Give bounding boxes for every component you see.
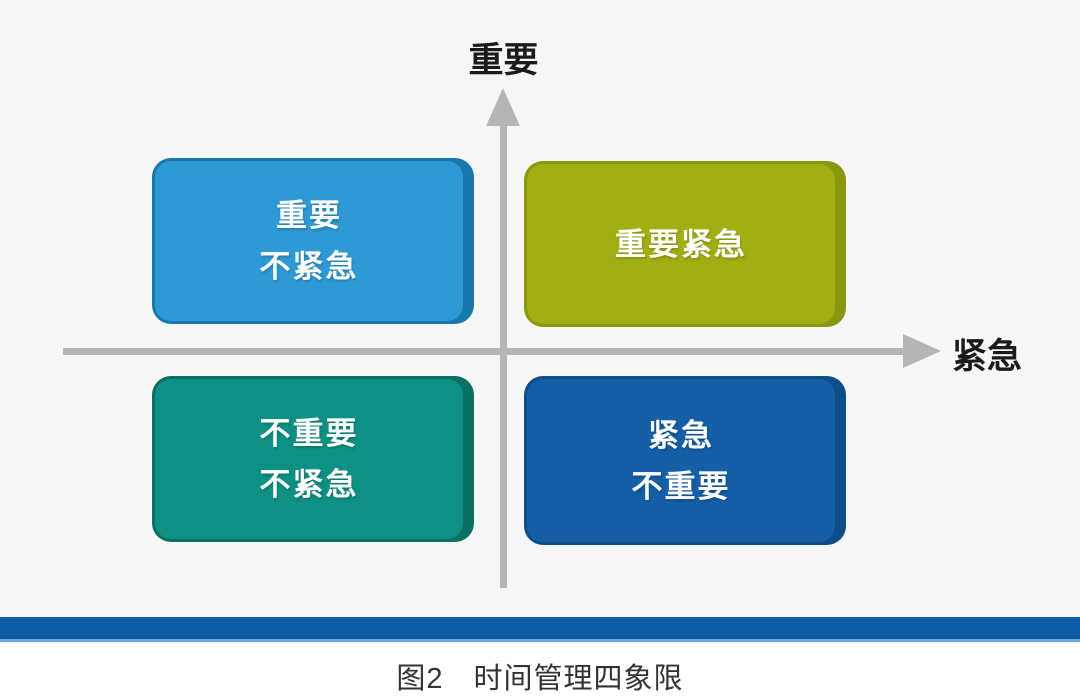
up-arrow-icon	[486, 88, 520, 126]
quadrant-label-line: 不紧急	[259, 249, 359, 284]
quadrant-label-line: 重要紧急	[615, 226, 747, 262]
quadrant-label-line: 不重要	[259, 416, 359, 451]
quadrant-label-line: 重要	[276, 198, 342, 233]
bottom-divider-bar	[0, 617, 1080, 642]
right-arrow-icon	[903, 334, 941, 368]
quadrant-urgent-not-important: 紧急 不重要	[524, 376, 846, 545]
card-face: 紧急 不重要	[527, 379, 835, 542]
quadrant-label-line: 紧急	[648, 417, 714, 453]
quadrant-not-important-not-urgent: 不重要 不紧急	[152, 376, 474, 542]
quadrant-label-line: 不紧急	[259, 467, 359, 502]
quadrant-label-line: 不重要	[631, 468, 731, 504]
quadrant-important-not-urgent: 重要 不紧急	[152, 158, 474, 324]
card-face: 重要紧急	[527, 164, 835, 324]
card-face: 不重要 不紧急	[155, 379, 463, 539]
card-face: 重要 不紧急	[155, 161, 463, 321]
horizontal-axis-line	[63, 348, 908, 355]
x-axis-label-urgent: 紧急	[952, 337, 1023, 376]
figure-caption: 图2 时间管理四象限	[396, 663, 684, 695]
y-axis-label-important: 重要	[468, 41, 539, 80]
quadrant-important-urgent: 重要紧急	[524, 161, 846, 327]
